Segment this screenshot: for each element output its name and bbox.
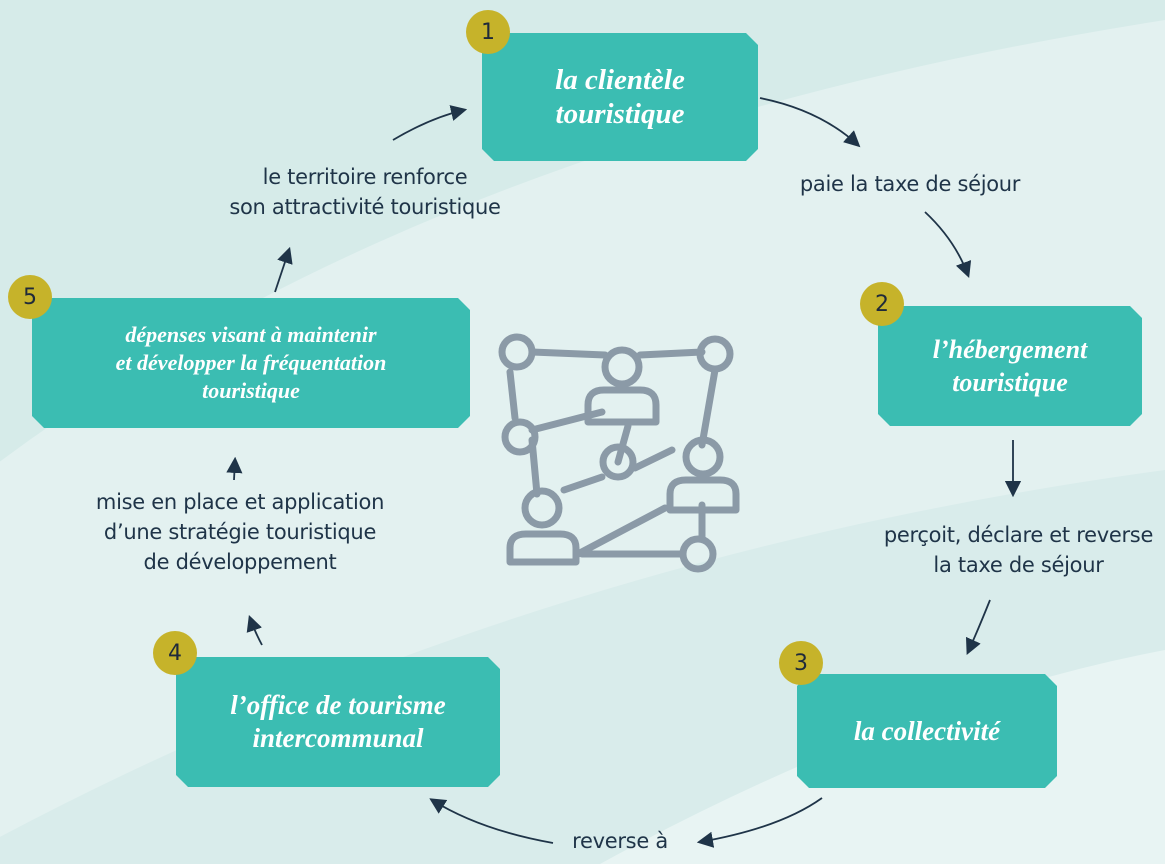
edge-label-2: perçoit, déclare et reverse la taxe de s… bbox=[883, 523, 1154, 577]
node-5-label: dépenses visant à maintenir et développe… bbox=[115, 322, 387, 403]
node-3-badge: 3 bbox=[779, 641, 823, 685]
arrow-edge-4-to-5 bbox=[226, 456, 243, 481]
node-4: l’office de tourisme intercommunal bbox=[176, 657, 500, 787]
node-4-label: l’office de tourisme intercommunal bbox=[230, 690, 446, 753]
node-3-label: la collectivité bbox=[853, 715, 1001, 746]
arrow-5-to-edge-5 bbox=[274, 246, 293, 293]
node-5-badge: 5 bbox=[8, 275, 52, 319]
node-1: la clientèle touristique bbox=[482, 33, 758, 161]
arrow-edge-2-to-3 bbox=[965, 599, 991, 655]
edge-label-5: le territoire renforce son attractivité … bbox=[229, 165, 501, 219]
people-network-icon bbox=[498, 333, 740, 573]
arrow-edge-1-to-2 bbox=[924, 211, 972, 279]
edge-label-1: paie la taxe de séjour bbox=[799, 172, 1021, 196]
arrow-edge-5-to-1 bbox=[392, 105, 468, 141]
edge-label-3: reverse à bbox=[572, 829, 668, 853]
edge-label-4: mise en place et application d’une strat… bbox=[95, 490, 385, 574]
arrow-edge-3-to-4 bbox=[429, 798, 554, 844]
arrow-3-to-edge-3 bbox=[696, 797, 823, 848]
node-5: dépenses visant à maintenir et développe… bbox=[32, 298, 470, 428]
node-2: l’hébergement touristique bbox=[878, 306, 1142, 426]
node-4-badge: 4 bbox=[153, 631, 197, 675]
node-3: la collectivité bbox=[797, 674, 1057, 788]
arrow-1-to-edge-1 bbox=[759, 97, 861, 148]
node-1-label: la clientèle touristique bbox=[555, 64, 685, 130]
arrow-4-to-edge-4 bbox=[246, 614, 263, 646]
node-1-badge: 1 bbox=[466, 10, 510, 54]
node-2-label: l’hébergement touristique bbox=[932, 335, 1088, 397]
node-2-badge: 2 bbox=[860, 282, 904, 326]
